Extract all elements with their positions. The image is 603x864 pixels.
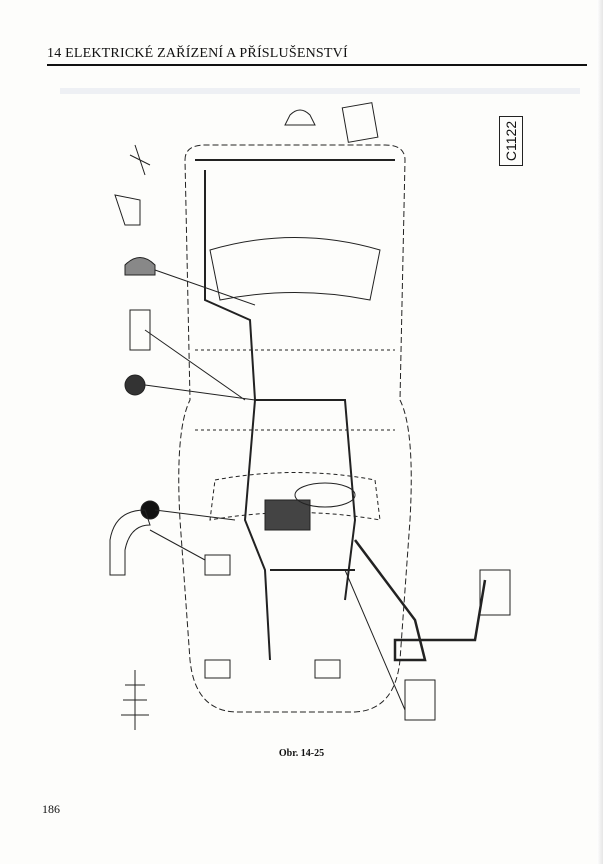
rear-window	[209, 472, 381, 521]
car-body-outline	[178, 144, 412, 713]
page-edge	[597, 0, 603, 864]
antenna-detail	[121, 670, 149, 730]
wiring-diagram	[109, 102, 511, 730]
main-harness	[204, 170, 357, 661]
windscreen	[209, 237, 381, 301]
figure-code-box: C1122	[499, 116, 523, 166]
lamp-detail	[124, 257, 156, 276]
figure-caption: Obr. 14-25	[278, 748, 325, 759]
page-number: 186	[42, 802, 60, 816]
hose-detail	[109, 509, 151, 576]
connector-detail	[124, 374, 146, 396]
spare-wheel	[294, 482, 356, 508]
fuse-box	[264, 499, 311, 531]
bleed-through-text	[60, 88, 580, 94]
header-rule	[47, 64, 587, 66]
right-harness	[354, 539, 487, 662]
chapter-header: 14 ELEKTRICKÉ ZAŘÍZENÍ A PŘÍSLUŠENSTVÍ	[47, 46, 348, 61]
